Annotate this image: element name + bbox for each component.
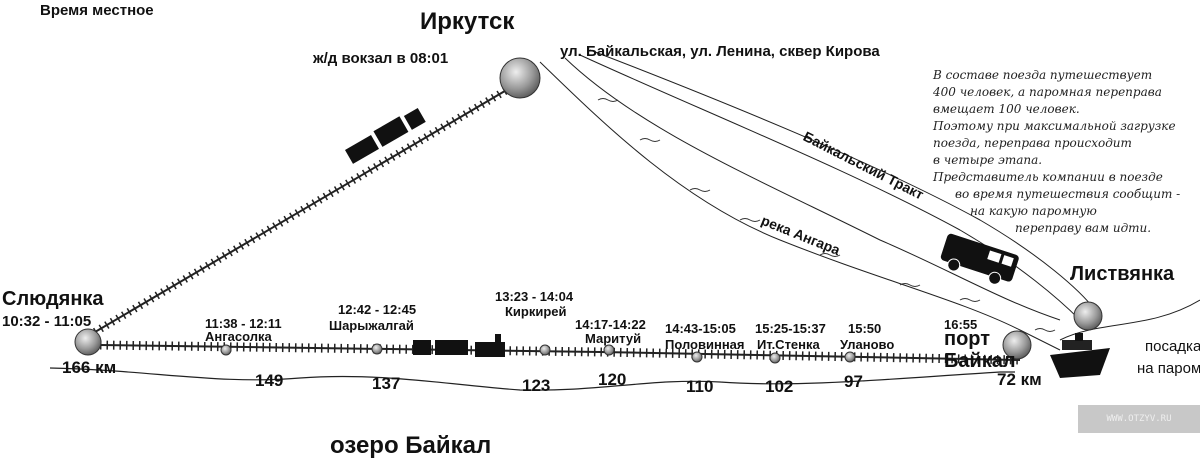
irkutsk-streets: ул. Байкальская, ул. Ленина, сквер Киров… bbox=[560, 43, 880, 60]
irkutsk-station-marker bbox=[499, 57, 541, 99]
local-time-note: Время местное bbox=[40, 2, 154, 19]
station-name: Киркирей bbox=[505, 304, 567, 319]
road-left bbox=[579, 54, 1081, 321]
note-line: во время путешествия сообщит - bbox=[955, 187, 1181, 201]
note-line: в четыре этапа. bbox=[933, 153, 1043, 167]
bus-icon bbox=[940, 233, 1019, 285]
km-label: 123 bbox=[522, 376, 551, 395]
note-line: В составе поезда путешествует bbox=[933, 68, 1153, 82]
station-marker bbox=[220, 344, 232, 356]
station-marker bbox=[844, 351, 856, 363]
port-baikal-name-1: порт bbox=[944, 328, 991, 350]
km-label: 137 bbox=[372, 374, 401, 393]
km-label: 72 км bbox=[997, 370, 1042, 389]
ferry-label-2: на паром bbox=[1137, 360, 1200, 377]
note-line: вмещает 100 человек. bbox=[933, 102, 1080, 116]
km-label: 102 bbox=[765, 377, 794, 396]
station-name: Половинная bbox=[665, 337, 745, 352]
city-slyudyanka: Слюдянка bbox=[2, 288, 104, 310]
baikal-shore bbox=[1059, 299, 1200, 341]
station-marker bbox=[691, 351, 703, 363]
station-time: 14:17-14:22 bbox=[575, 317, 646, 332]
km-label: 149 bbox=[255, 371, 284, 390]
station-name: Ангасолка bbox=[205, 329, 272, 344]
station-marker bbox=[371, 343, 383, 355]
station-time: 15:50 bbox=[848, 321, 882, 336]
irkutsk-station-label: ж/д вокзал в 08:01 bbox=[313, 50, 449, 67]
port-baikal-name-2: Байкал bbox=[944, 350, 1016, 372]
train-icon bbox=[413, 334, 505, 357]
note-line: переправу вам идти. bbox=[1015, 221, 1152, 235]
station-time: 11:38 - 12:11 bbox=[205, 316, 282, 331]
km-label: 166 км bbox=[62, 358, 117, 377]
port-baikal-marker bbox=[1002, 330, 1032, 360]
port-baikal-time: 16:55 bbox=[944, 317, 978, 332]
km-label: 110 bbox=[686, 377, 714, 396]
station-marker bbox=[539, 344, 551, 356]
station-name: Ит.Стенка bbox=[757, 337, 820, 352]
station-time: 15:25-15:37 bbox=[755, 321, 826, 336]
note-line: Представитель компании в поезде bbox=[933, 170, 1163, 184]
note-line: 400 человек, а паромная переправа bbox=[933, 85, 1162, 99]
ferry-label-1: посадка bbox=[1145, 338, 1200, 355]
station-marker bbox=[603, 344, 615, 356]
station-time: 13:23 - 14:04 bbox=[495, 289, 574, 304]
slyudyanka-time: 10:32 - 11:05 bbox=[2, 313, 92, 330]
city-irkutsk: Иркутск bbox=[420, 8, 515, 35]
km-label: 97 bbox=[844, 372, 863, 391]
lake-coastline bbox=[49, 367, 1015, 391]
city-listvyanka: Листвянка bbox=[1070, 263, 1175, 285]
note-line: поезда, переправа происходит bbox=[933, 136, 1132, 150]
river-waves bbox=[597, 98, 1056, 332]
station-name: Уланово bbox=[840, 337, 895, 352]
station-name: Шарыжалгай bbox=[329, 318, 414, 333]
ferry-icon bbox=[1050, 333, 1110, 378]
road-right bbox=[589, 49, 1096, 311]
river-bank-left bbox=[539, 61, 1061, 351]
station-name: Маритуй bbox=[585, 331, 642, 346]
train-icon bbox=[345, 108, 426, 164]
note-line: на какую паромную bbox=[970, 204, 1097, 218]
note-line: Поэтому при максимальной загрузке bbox=[933, 119, 1176, 133]
station-time: 12:42 - 12:45 bbox=[338, 302, 417, 317]
km-label: 120 bbox=[598, 370, 627, 389]
station-time: 14:43-15:05 bbox=[665, 321, 736, 336]
slyudyanka-marker bbox=[74, 328, 102, 356]
station-marker bbox=[769, 352, 781, 364]
lake-label: озеро Байкал bbox=[330, 432, 492, 459]
listvyanka-marker bbox=[1073, 301, 1103, 331]
river-bank-right bbox=[564, 57, 1061, 321]
watermark: WWW.OTZYV.RU bbox=[1078, 405, 1200, 433]
